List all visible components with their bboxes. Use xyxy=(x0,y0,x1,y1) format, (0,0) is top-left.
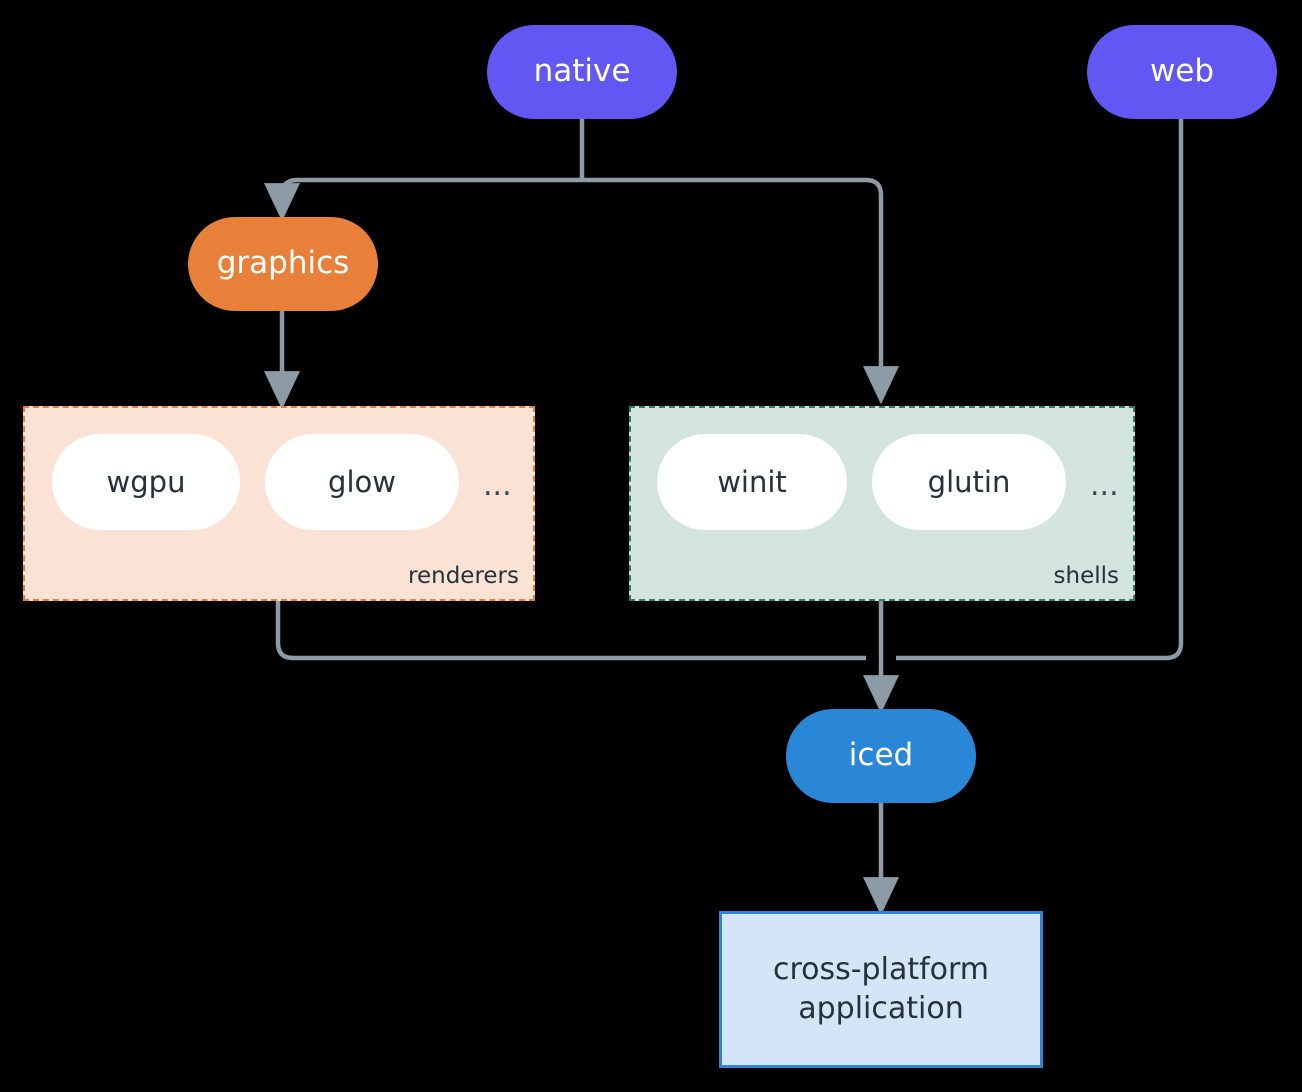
node-wgpu[interactable]: wgpu xyxy=(52,434,240,530)
shells-overflow-ellipsis: ... xyxy=(1090,468,1119,503)
cluster-label-renderers: renderers xyxy=(408,563,519,589)
node-cross-platform-application[interactable]: cross-platform application xyxy=(719,911,1043,1068)
edge-native-to-graphics xyxy=(264,177,582,222)
cluster-renderers: wgpu glow ... renderers xyxy=(23,406,535,601)
node-glutin[interactable]: glutin xyxy=(872,434,1066,530)
node-iced[interactable]: iced xyxy=(786,709,976,803)
edge-native-to-shells xyxy=(582,177,899,405)
cluster-shells: winit glutin ... shells xyxy=(629,406,1135,601)
node-web[interactable]: web xyxy=(1087,25,1277,119)
renderers-overflow-ellipsis: ... xyxy=(483,468,512,503)
application-label-line1: cross-platform xyxy=(772,952,990,988)
node-glow[interactable]: glow xyxy=(265,434,459,530)
edge-renderers-to-iced xyxy=(275,601,866,661)
cluster-label-shells: shells xyxy=(1053,563,1119,589)
node-native[interactable]: native xyxy=(487,25,677,119)
node-winit[interactable]: winit xyxy=(657,434,847,530)
node-graphics[interactable]: graphics xyxy=(188,217,378,311)
application-label-line2: application xyxy=(798,990,964,1026)
